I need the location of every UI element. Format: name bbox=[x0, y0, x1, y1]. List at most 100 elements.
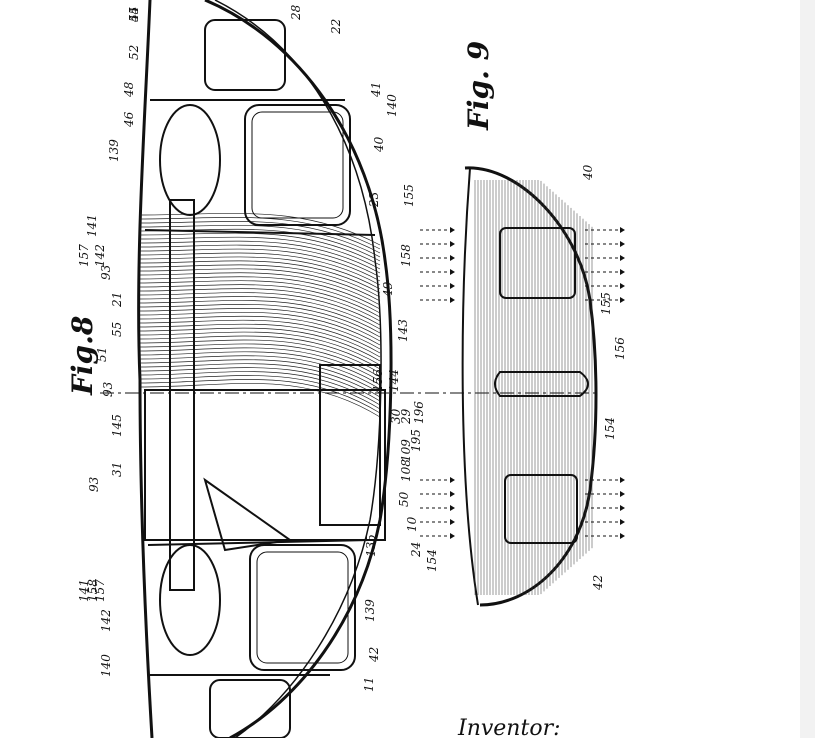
reference-numeral: 52 bbox=[127, 45, 141, 60]
hatch-line bbox=[139, 236, 381, 270]
reference-numeral: 154 bbox=[603, 417, 617, 440]
central-shaft bbox=[169, 199, 195, 591]
hatch-line bbox=[139, 319, 381, 354]
hatch-line bbox=[139, 308, 381, 342]
hatch-line bbox=[139, 280, 381, 314]
hatch-line bbox=[139, 323, 381, 358]
airflow-arrowhead bbox=[620, 283, 625, 289]
fig9-hull-hatching bbox=[474, 180, 593, 595]
hatch-line bbox=[139, 256, 381, 290]
reference-numeral: 156 bbox=[613, 337, 627, 360]
airflow-arrowhead bbox=[620, 297, 625, 303]
reference-numeral: 42 bbox=[367, 647, 381, 663]
airflow-arrowhead bbox=[450, 255, 455, 261]
reference-numeral: 10 bbox=[405, 516, 419, 532]
reference-numeral: 155 bbox=[402, 184, 416, 207]
reference-numeral: 196 bbox=[412, 401, 426, 424]
central-drum-hatching bbox=[139, 213, 381, 418]
hatch-line bbox=[139, 300, 381, 334]
hatch-line bbox=[139, 232, 381, 266]
hatch-line bbox=[139, 276, 381, 310]
hatch-line bbox=[139, 240, 381, 274]
bracket bbox=[203, 477, 293, 552]
reference-numeral: 48 bbox=[122, 81, 136, 98]
reference-numeral: 157 bbox=[93, 579, 107, 602]
cabin-window-lower bbox=[249, 544, 356, 671]
hatch-line bbox=[139, 363, 381, 398]
hatch-line bbox=[139, 252, 381, 286]
airflow-arrowhead bbox=[450, 283, 455, 289]
reference-numeral: 155 bbox=[599, 292, 613, 315]
airflow-arrowhead bbox=[450, 269, 455, 275]
airflow-arrowhead bbox=[620, 505, 625, 511]
hatch-line bbox=[139, 220, 381, 254]
hatch-line bbox=[139, 343, 381, 378]
reference-numeral: 156 bbox=[371, 369, 385, 392]
hatch-line bbox=[139, 268, 381, 302]
reference-numeral: 40 bbox=[581, 164, 595, 181]
hatch-line bbox=[139, 272, 381, 306]
hatch-line bbox=[139, 371, 381, 406]
reference-numeral: 49 bbox=[381, 281, 395, 298]
reference-numeral: 142 bbox=[93, 244, 107, 267]
reference-numeral: 50 bbox=[397, 491, 411, 507]
reference-numeral: 22 bbox=[329, 19, 343, 35]
hatch-line bbox=[139, 213, 381, 246]
reference-numeral: 158 bbox=[399, 244, 413, 267]
hatch-line bbox=[139, 331, 381, 366]
fig9-central-fairing bbox=[494, 371, 589, 397]
hatch-line bbox=[139, 375, 381, 410]
reference-numeral: 23 bbox=[367, 191, 381, 208]
airflow-arrowhead bbox=[450, 519, 455, 525]
fig8-drawing bbox=[100, 0, 600, 738]
airflow-arrowhead bbox=[620, 477, 625, 483]
fig9-label: Fig. 9 bbox=[462, 41, 495, 131]
reference-numeral: 158 bbox=[86, 579, 100, 602]
reference-numeral: 21 bbox=[110, 292, 124, 308]
reference-numeral: 139 bbox=[363, 599, 377, 622]
reference-numeral: 51 bbox=[95, 347, 109, 362]
airflow-arrowhead bbox=[450, 505, 455, 511]
hatch-line bbox=[139, 311, 381, 346]
side-frame bbox=[319, 364, 381, 526]
hatch-line bbox=[139, 296, 381, 330]
airflow-arrowhead bbox=[450, 477, 455, 483]
airflow-arrowhead bbox=[620, 519, 625, 525]
reference-numeral: 143 bbox=[396, 319, 410, 342]
hatch-line bbox=[139, 248, 381, 282]
reference-numeral: 45 bbox=[127, 7, 141, 23]
airflow-arrowhead bbox=[620, 533, 625, 539]
reference-numeral: 140 bbox=[99, 654, 113, 677]
page-edge bbox=[800, 0, 815, 738]
airflow-arrowhead bbox=[450, 533, 455, 539]
airflow-arrows bbox=[420, 227, 625, 539]
hatch-line bbox=[139, 315, 381, 350]
airflow-arrowhead bbox=[620, 227, 625, 233]
hatch-line bbox=[139, 379, 381, 414]
fig9-drawing bbox=[420, 166, 625, 607]
hatch-line bbox=[139, 351, 381, 386]
reference-numeral: 93 bbox=[87, 476, 101, 492]
airflow-arrowhead bbox=[620, 255, 625, 261]
engine-pod-upper bbox=[159, 104, 221, 216]
fig9-window-lower bbox=[504, 474, 578, 544]
airflow-arrowhead bbox=[620, 269, 625, 275]
reference-numeral: 46 bbox=[122, 111, 136, 128]
reference-numeral: 154 bbox=[425, 549, 439, 572]
reference-numeral: 24 bbox=[409, 542, 423, 558]
airflow-arrowhead bbox=[620, 241, 625, 247]
reference-numeral: 145 bbox=[110, 414, 124, 437]
mechanism-housing bbox=[144, 389, 386, 541]
reference-numeral: 41 bbox=[369, 82, 383, 98]
hatch-line bbox=[139, 260, 381, 294]
reference-numeral: 93 bbox=[101, 381, 115, 397]
hatch-line bbox=[139, 339, 381, 374]
reference-numeral: 11 bbox=[362, 677, 376, 692]
hatch-line bbox=[139, 367, 381, 402]
hatch-line bbox=[139, 284, 381, 318]
reference-numeral: 139 bbox=[107, 139, 121, 162]
cabin-window-upper bbox=[244, 104, 351, 226]
hatch-line bbox=[139, 288, 381, 322]
